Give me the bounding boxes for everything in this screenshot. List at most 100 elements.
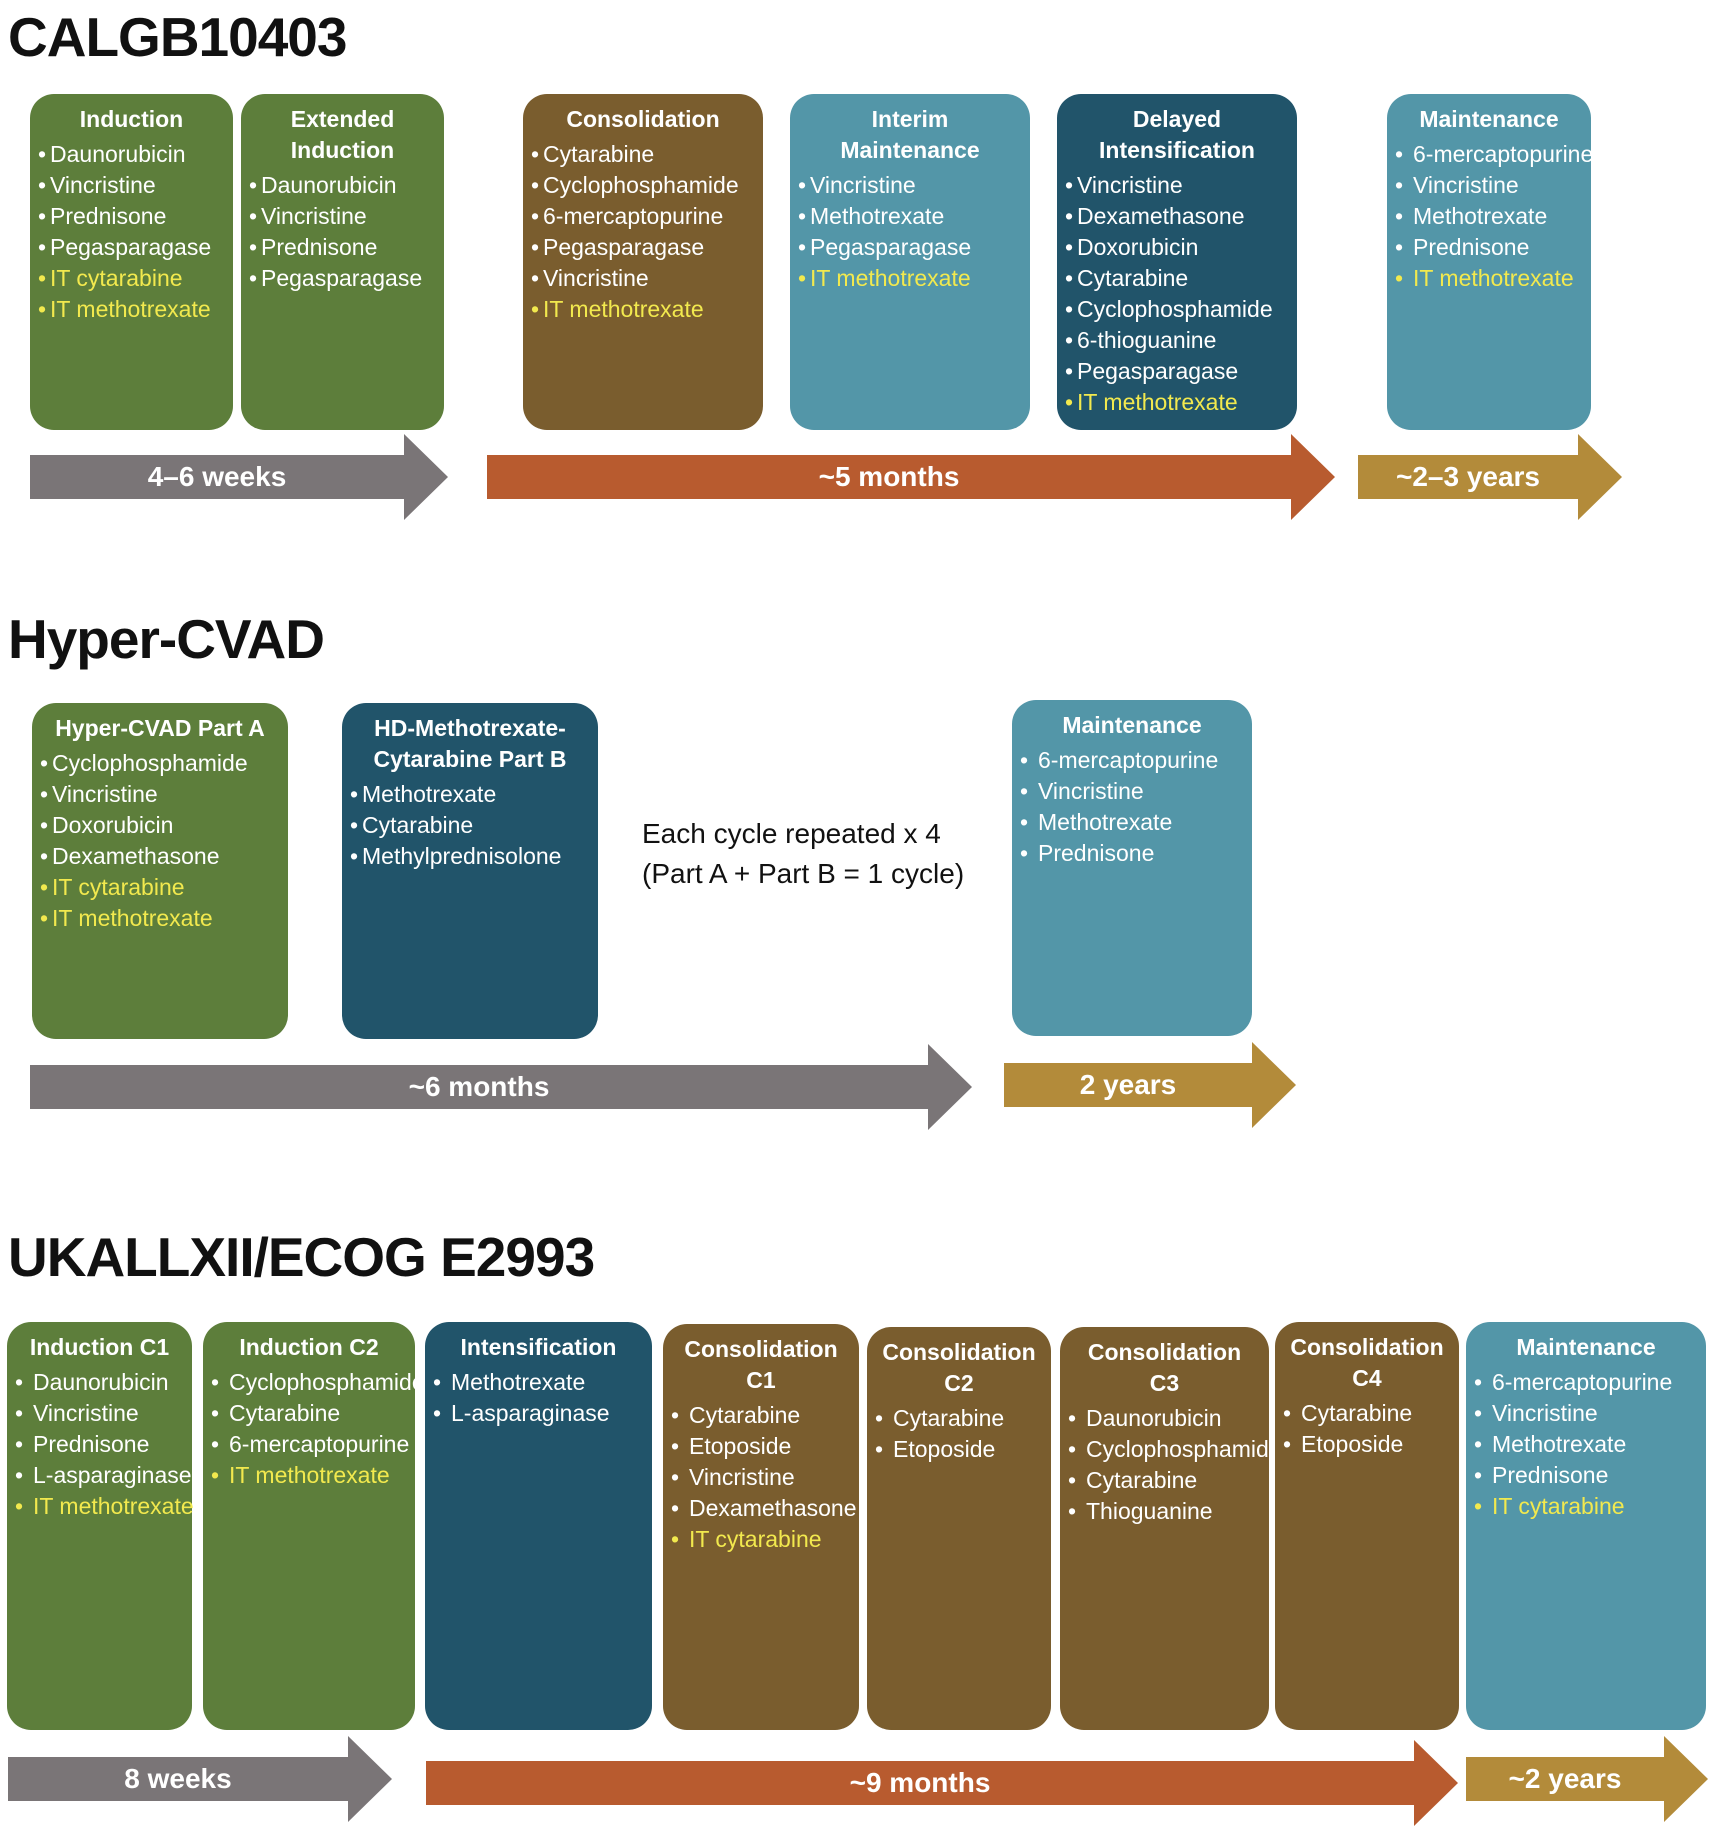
drug-name: Methotrexate	[1413, 203, 1548, 229]
section-title-hypercvad: Hyper-CVAD	[8, 608, 325, 670]
timeline-arrow: ~6 months	[30, 1044, 972, 1130]
drug-item: •Pegasparagase	[531, 232, 755, 263]
duration-label: ~2–3 years	[1395, 461, 1541, 492]
arrow-body	[426, 1740, 1458, 1826]
timeline-arrow: ~9 months	[426, 1740, 1458, 1826]
drug-name: Pegasparagase	[50, 234, 212, 260]
drug-item: •6-thioguanine	[1065, 325, 1289, 356]
drug-item: • Cytarabine	[1068, 1465, 1261, 1496]
drug-list: • 6-mercaptopurine• Vincristine• Methotr…	[1474, 1367, 1698, 1522]
bullet-icon: •	[38, 234, 47, 260]
drug-name: Cytarabine	[1086, 1467, 1198, 1493]
bullet-icon: •	[40, 874, 49, 900]
bullet-icon: •	[531, 141, 540, 167]
drug-item: • Cytarabine	[211, 1398, 407, 1429]
bullet-icon: •	[798, 265, 807, 291]
timeline-arrow: 4–6 weeks	[30, 434, 448, 520]
drug-name: Doxorubicin	[52, 812, 174, 838]
bullet-icon: •	[1065, 296, 1074, 322]
bullet-icon: •	[15, 1493, 24, 1519]
drug-name: IT cytarabine	[52, 874, 185, 900]
drug-name: Cyclophosphamide	[543, 172, 739, 198]
drug-name: Vincristine	[1038, 778, 1144, 804]
duration-label: ~2 years	[1508, 1763, 1622, 1794]
bullet-icon: •	[211, 1431, 220, 1457]
bullet-icon: •	[40, 812, 49, 838]
drug-name: Prednisone	[1413, 234, 1530, 260]
duration-label: 4–6 weeks	[147, 461, 287, 492]
drug-name: Cytarabine	[543, 141, 655, 167]
box-title: Maintenance	[1516, 1334, 1656, 1360]
drug-list: • Daunorubicin• Cyclophosphamide• Cytara…	[1068, 1403, 1282, 1527]
arrow-body	[30, 434, 448, 520]
drug-name: Vincristine	[33, 1400, 139, 1426]
drug-name: Etoposide	[689, 1433, 792, 1459]
regimen-box: Delayed Intensification•Vincristine•Dexa…	[1057, 94, 1297, 430]
drug-name: Prednisone	[33, 1431, 150, 1457]
drug-list: • Cyclophosphamide• Cytarabine• 6-mercap…	[211, 1367, 425, 1491]
drug-item: • Etoposide	[875, 1434, 1043, 1465]
drug-item: •Cytarabine	[531, 139, 755, 170]
bullet-icon: •	[211, 1400, 220, 1426]
regimen-box: Intensification• Methotrexate• L-asparag…	[425, 1322, 652, 1730]
intrathecal-drug-item: •IT cytarabine	[40, 872, 280, 903]
drug-item: •Methylprednisolone	[350, 841, 590, 872]
intrathecal-drug-item: • IT methotrexate	[15, 1491, 194, 1522]
regimen-box: Maintenance• 6-mercaptopurine• Vincristi…	[1387, 94, 1593, 430]
drug-name: Daunorubicin	[33, 1369, 169, 1395]
arrow-shape	[30, 434, 448, 520]
drug-name: Pegasparagase	[543, 234, 705, 260]
drug-name: Cyclophosphamide	[229, 1369, 425, 1395]
drug-name: Cytarabine	[1077, 265, 1189, 291]
drug-name: Etoposide	[893, 1436, 996, 1462]
drug-item: • L-asparaginase	[15, 1460, 192, 1491]
drug-list: • Methotrexate• L-asparaginase	[433, 1367, 644, 1429]
box-title: Extended Induction	[290, 106, 395, 163]
drug-name: Cyclophosphamide	[1077, 296, 1273, 322]
timeline-arrow: ~2 years	[1466, 1736, 1708, 1822]
bullet-icon: •	[1474, 1369, 1483, 1395]
bullet-icon: •	[1395, 141, 1404, 167]
arrow-body	[1358, 434, 1622, 520]
bullet-icon: •	[1020, 747, 1029, 773]
drug-item: •Pegasparagase	[249, 263, 436, 294]
bullet-icon: •	[1474, 1493, 1483, 1519]
drug-name: Dexamethasone	[689, 1495, 857, 1521]
drug-list: •Vincristine•Dexamethasone•Doxorubicin•C…	[1065, 170, 1289, 418]
bullet-icon: •	[38, 296, 47, 322]
bullet-icon: •	[350, 843, 359, 869]
bullet-icon: •	[1068, 1467, 1077, 1493]
arrow-body	[1466, 1736, 1708, 1822]
bullet-icon: •	[671, 1464, 680, 1490]
drug-name: Dexamethasone	[52, 843, 220, 869]
bullet-icon: •	[1068, 1405, 1077, 1431]
drug-list: •Daunorubicin•Vincristine•Prednisone•Peg…	[249, 170, 436, 294]
drug-name: 6-mercaptopurine	[543, 203, 724, 229]
drug-item: • 6-mercaptopurine	[1020, 745, 1244, 776]
box-title: Hyper-CVAD Part A	[55, 715, 265, 741]
drug-name: Vincristine	[689, 1464, 795, 1490]
bullet-icon: •	[1065, 234, 1074, 260]
drug-item: •Vincristine	[40, 779, 280, 810]
intrathecal-drug-item: •IT methotrexate	[38, 294, 225, 325]
bullet-icon: •	[1474, 1431, 1483, 1457]
regimen-box: Induction C1• Daunorubicin• Vincristine•…	[7, 1322, 194, 1730]
box-title: HD-Methotrexate- Cytarabine Part B	[373, 715, 567, 772]
drug-name: Methotrexate	[451, 1369, 586, 1395]
drug-item: • Cyclophosphamide	[211, 1367, 425, 1398]
intrathecal-drug-item: •IT methotrexate	[798, 263, 1022, 294]
intrathecal-drug-item: •IT methotrexate	[40, 903, 280, 934]
drug-name: Methylprednisolone	[362, 843, 562, 869]
drug-item: •Cytarabine	[1065, 263, 1289, 294]
box-title: Maintenance	[1062, 712, 1202, 738]
drug-item: • 6-mercaptopurine	[211, 1429, 409, 1460]
box-title: Induction C2	[239, 1334, 379, 1360]
drug-item: • Vincristine	[671, 1462, 851, 1493]
drug-item: •Pegasparagase	[38, 232, 225, 263]
drug-name: IT cytarabine	[1492, 1493, 1625, 1519]
drug-name: Pegasparagase	[1077, 358, 1239, 384]
drug-item: • Dexamethasone	[671, 1493, 857, 1524]
regimen-box: Consolidation C4• Cytarabine• Etoposide	[1275, 1322, 1459, 1730]
bullet-icon: •	[531, 172, 540, 198]
drug-name: 6-mercaptopurine	[1492, 1369, 1673, 1395]
